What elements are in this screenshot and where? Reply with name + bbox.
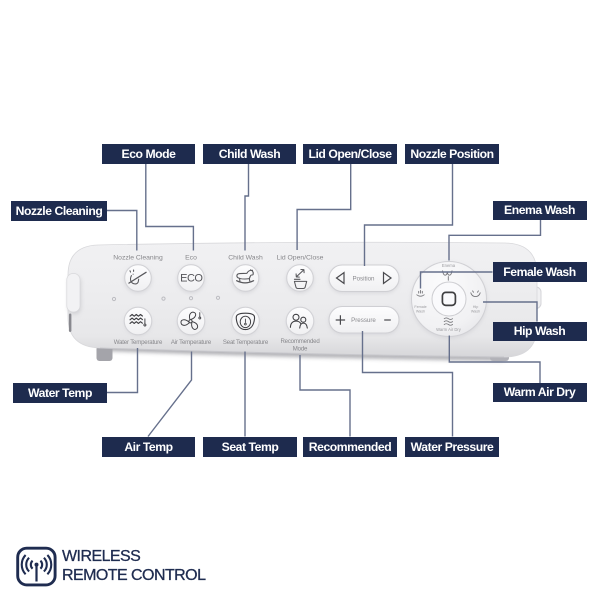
svg-text:Wash: Wash bbox=[416, 310, 425, 314]
svg-text:Warm Air Dry: Warm Air Dry bbox=[436, 327, 462, 332]
svg-text:ECO: ECO bbox=[180, 273, 203, 285]
svg-text:Water Temperature: Water Temperature bbox=[114, 339, 163, 346]
svg-text:Seat Temperature: Seat Temperature bbox=[223, 339, 269, 346]
svg-text:Female: Female bbox=[414, 305, 426, 309]
svg-text:Air Temperature: Air Temperature bbox=[171, 339, 212, 346]
svg-text:Lid Open/Close: Lid Open/Close bbox=[277, 254, 324, 261]
svg-text:Nozzle Cleaning: Nozzle Cleaning bbox=[113, 254, 163, 261]
svg-text:Mode: Mode bbox=[293, 345, 308, 352]
svg-text:Child Wash: Child Wash bbox=[228, 254, 263, 261]
svg-text:Hip: Hip bbox=[473, 305, 479, 309]
svg-text:Position: Position bbox=[352, 275, 375, 282]
svg-text:Eco: Eco bbox=[185, 254, 197, 261]
svg-text:Enema: Enema bbox=[442, 263, 456, 268]
svg-text:Recommended: Recommended bbox=[280, 338, 319, 345]
svg-text:Wash: Wash bbox=[471, 310, 480, 314]
svg-text:Pressure: Pressure bbox=[351, 317, 376, 324]
